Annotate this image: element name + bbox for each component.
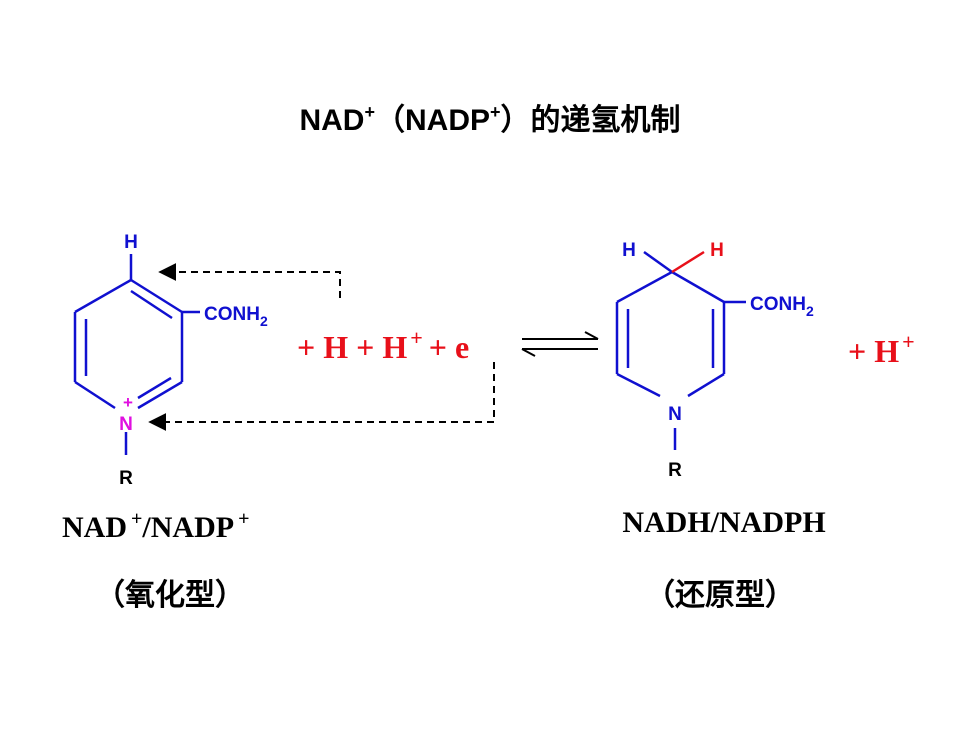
oxidized-name-plus-2: + — [238, 508, 249, 530]
reduced-h-right-atom: H — [710, 240, 724, 261]
reduced-c4-h-bond — [671, 250, 705, 274]
equation-plus-1: + — [297, 329, 315, 365]
equation-h-ion: H — [382, 329, 407, 365]
equation-electron: e — [455, 329, 469, 365]
product-h-charge: + — [902, 329, 915, 354]
reduced-ring — [615, 250, 746, 450]
electron-transfer-arrow — [148, 362, 495, 431]
reduced-n-atom: N — [668, 404, 682, 425]
product-h: H — [874, 333, 899, 369]
product-proton: +H+ — [848, 329, 915, 369]
reduced-r-group: R — [668, 460, 682, 481]
oxidized-conh-group: CONH2 — [204, 304, 268, 329]
title-plus-1: + — [364, 102, 375, 122]
page-title: NAD+（NADP+）的递氢机制 — [0, 95, 980, 139]
reduced-conh-label: CONH — [750, 294, 806, 315]
reduced-conh-group: CONH2 — [750, 294, 814, 319]
oxidized-r-group: R — [119, 468, 133, 489]
oxidized-name-nadp: /NADP — [141, 511, 234, 544]
oxidized-name: NAD+/NADP+ — [62, 508, 249, 544]
title-nad: NAD — [299, 104, 365, 137]
reduced-subscript-2: 2 — [806, 303, 814, 319]
oxidized-subscript-2: 2 — [260, 313, 268, 329]
product-plus: + — [848, 333, 866, 369]
oxidized-name-plus-1: + — [131, 508, 142, 530]
title-suffix: ）的递氢机制 — [500, 104, 681, 137]
reduced-form-label: （还原型） — [645, 578, 795, 612]
oxidized-n-atom: N — [119, 414, 133, 435]
oxidized-h-atom: H — [124, 232, 138, 253]
equation-h-ion-charge: + — [410, 325, 423, 350]
oxidized-form-label: （氧化型） — [95, 578, 245, 612]
title-plus-2: + — [490, 102, 501, 122]
equation: +H+H++e — [297, 325, 469, 365]
equation-h: H — [323, 329, 348, 365]
title-paren-open: （ — [374, 104, 405, 137]
oxidized-n-charge: + — [123, 393, 133, 412]
oxidized-conh-label: CONH — [204, 304, 260, 325]
equation-plus-3: + — [429, 329, 447, 365]
equation-plus-2: + — [356, 329, 374, 365]
oxidized-ring — [73, 254, 200, 455]
equilibrium-arrow — [521, 331, 599, 357]
reduced-h-left-atom: H — [622, 240, 636, 261]
hydride-transfer-arrow — [158, 263, 341, 298]
title-nadp: NADP — [404, 104, 490, 137]
reduced-name: NADH/NADPH — [622, 506, 825, 539]
oxidized-name-nad: NAD — [62, 511, 127, 544]
